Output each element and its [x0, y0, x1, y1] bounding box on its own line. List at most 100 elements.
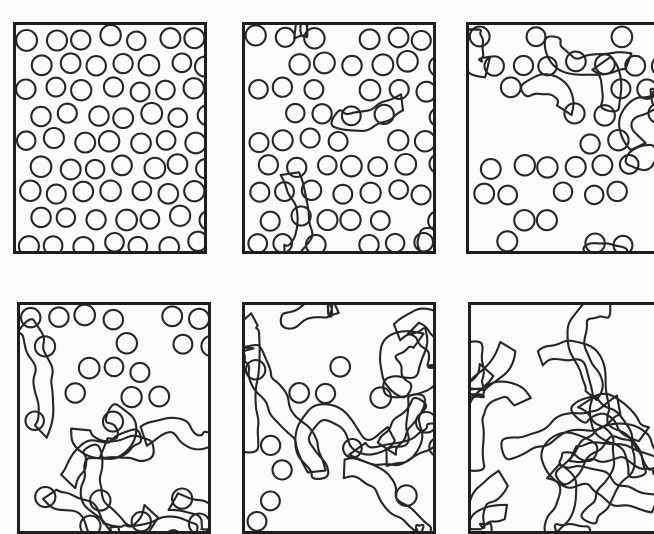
- droplet-circle: [19, 236, 39, 254]
- droplet-circle: [514, 56, 533, 75]
- droplet-circle: [184, 28, 204, 48]
- coalesced-domain: [141, 418, 211, 450]
- droplet-circle: [89, 106, 108, 125]
- droplet-circle: [57, 208, 75, 226]
- droplet-circle: [415, 131, 435, 151]
- droplet-circle: [100, 181, 121, 202]
- droplet-circle: [104, 77, 123, 96]
- droplet-circle: [608, 130, 628, 150]
- droplet-circle: [195, 57, 207, 77]
- droplet-circle: [66, 383, 85, 402]
- droplet-circle: [198, 105, 207, 125]
- droplet-circle: [612, 27, 633, 48]
- droplet-circle: [90, 490, 110, 510]
- droplet-circle: [168, 154, 188, 174]
- droplet-circle: [73, 237, 93, 254]
- droplet-circle: [149, 387, 169, 407]
- panel-drawing: [245, 305, 436, 534]
- droplet-circle: [318, 210, 338, 230]
- droplet-circle: [250, 183, 269, 202]
- droplet-circle: [537, 210, 557, 230]
- droplet-circle: [342, 106, 361, 125]
- droplet-circle: [412, 185, 431, 204]
- droplet-circle: [249, 80, 268, 99]
- droplet-circle: [537, 157, 557, 177]
- coalesced-domain: [592, 57, 621, 111]
- droplet-circle: [289, 383, 309, 403]
- droplet-circle: [188, 232, 207, 251]
- droplet-circle: [44, 236, 63, 254]
- droplet-circle: [71, 80, 91, 100]
- droplet-circle: [261, 436, 280, 455]
- droplet-circle: [389, 28, 409, 48]
- droplet-circle: [527, 27, 546, 46]
- droplet-circle: [99, 131, 119, 151]
- droplet-circle: [86, 160, 104, 178]
- droplet-circle: [169, 108, 188, 127]
- panel-stage-3: [466, 22, 654, 254]
- droplet-circle: [139, 55, 160, 76]
- droplet-circle: [127, 32, 145, 50]
- droplet-circle: [16, 30, 37, 51]
- droplet-circle: [608, 182, 627, 201]
- droplet-circle: [157, 131, 176, 150]
- droplet-circle: [47, 78, 66, 97]
- droplet-circle: [114, 54, 133, 73]
- droplet-circle: [318, 156, 336, 174]
- droplet-circle: [515, 155, 535, 175]
- droplet-circle: [370, 387, 391, 408]
- droplet-circle: [162, 306, 182, 326]
- droplet-circle: [104, 310, 123, 329]
- coalesced-domain: [344, 458, 431, 534]
- coalesced-domain: [281, 305, 339, 329]
- droplet-circle: [412, 31, 431, 50]
- droplet-circle: [74, 182, 94, 202]
- droplet-circle: [116, 210, 137, 231]
- droplet-circle: [301, 129, 320, 148]
- droplet-circle: [289, 54, 309, 74]
- droplet-circle: [87, 210, 106, 229]
- droplet-circle: [74, 305, 95, 325]
- panel-stage-6: [468, 302, 654, 534]
- panel-drawing: [469, 25, 654, 254]
- droplet-circle: [430, 108, 436, 127]
- droplet-circle: [129, 237, 148, 254]
- panel-drawing: [20, 305, 211, 534]
- droplet-circle: [286, 104, 304, 122]
- droplet-circle: [20, 181, 40, 201]
- droplet-circle: [159, 184, 179, 204]
- coalesced-domain: [245, 313, 260, 452]
- droplet-circle: [184, 78, 204, 98]
- coalesced-domain: [469, 29, 490, 77]
- droplet-circle: [49, 307, 68, 326]
- droplet-circle: [273, 234, 292, 253]
- droplet-circle: [145, 158, 166, 179]
- droplet-circle: [32, 55, 52, 75]
- droplet-circle: [159, 237, 179, 254]
- panel-stage-2: [242, 22, 436, 254]
- coalesced-domain: [471, 505, 507, 529]
- droplet-circle: [200, 211, 208, 230]
- droplet-circle: [389, 180, 408, 199]
- droplet-circle: [61, 53, 81, 73]
- droplet-circle: [273, 130, 293, 150]
- droplet-circle: [497, 231, 517, 251]
- droplet-circle: [113, 108, 133, 128]
- droplet-circle: [330, 357, 350, 377]
- droplet-circle: [26, 412, 44, 430]
- droplet-circle: [71, 30, 90, 49]
- droplet-circle: [189, 309, 209, 329]
- droplet-circle: [625, 56, 645, 76]
- droplet-circle: [417, 82, 437, 102]
- droplet-circle: [333, 185, 352, 204]
- droplet-circle: [248, 512, 267, 531]
- droplet-circle: [250, 133, 269, 152]
- droplet-circle: [156, 81, 175, 100]
- droplet-circle: [201, 336, 211, 356]
- droplet-circle: [359, 235, 378, 254]
- panel-stage-5: [242, 302, 436, 534]
- droplet-circle: [174, 335, 193, 354]
- droplet-circle: [31, 208, 50, 227]
- droplet-circle: [131, 83, 150, 102]
